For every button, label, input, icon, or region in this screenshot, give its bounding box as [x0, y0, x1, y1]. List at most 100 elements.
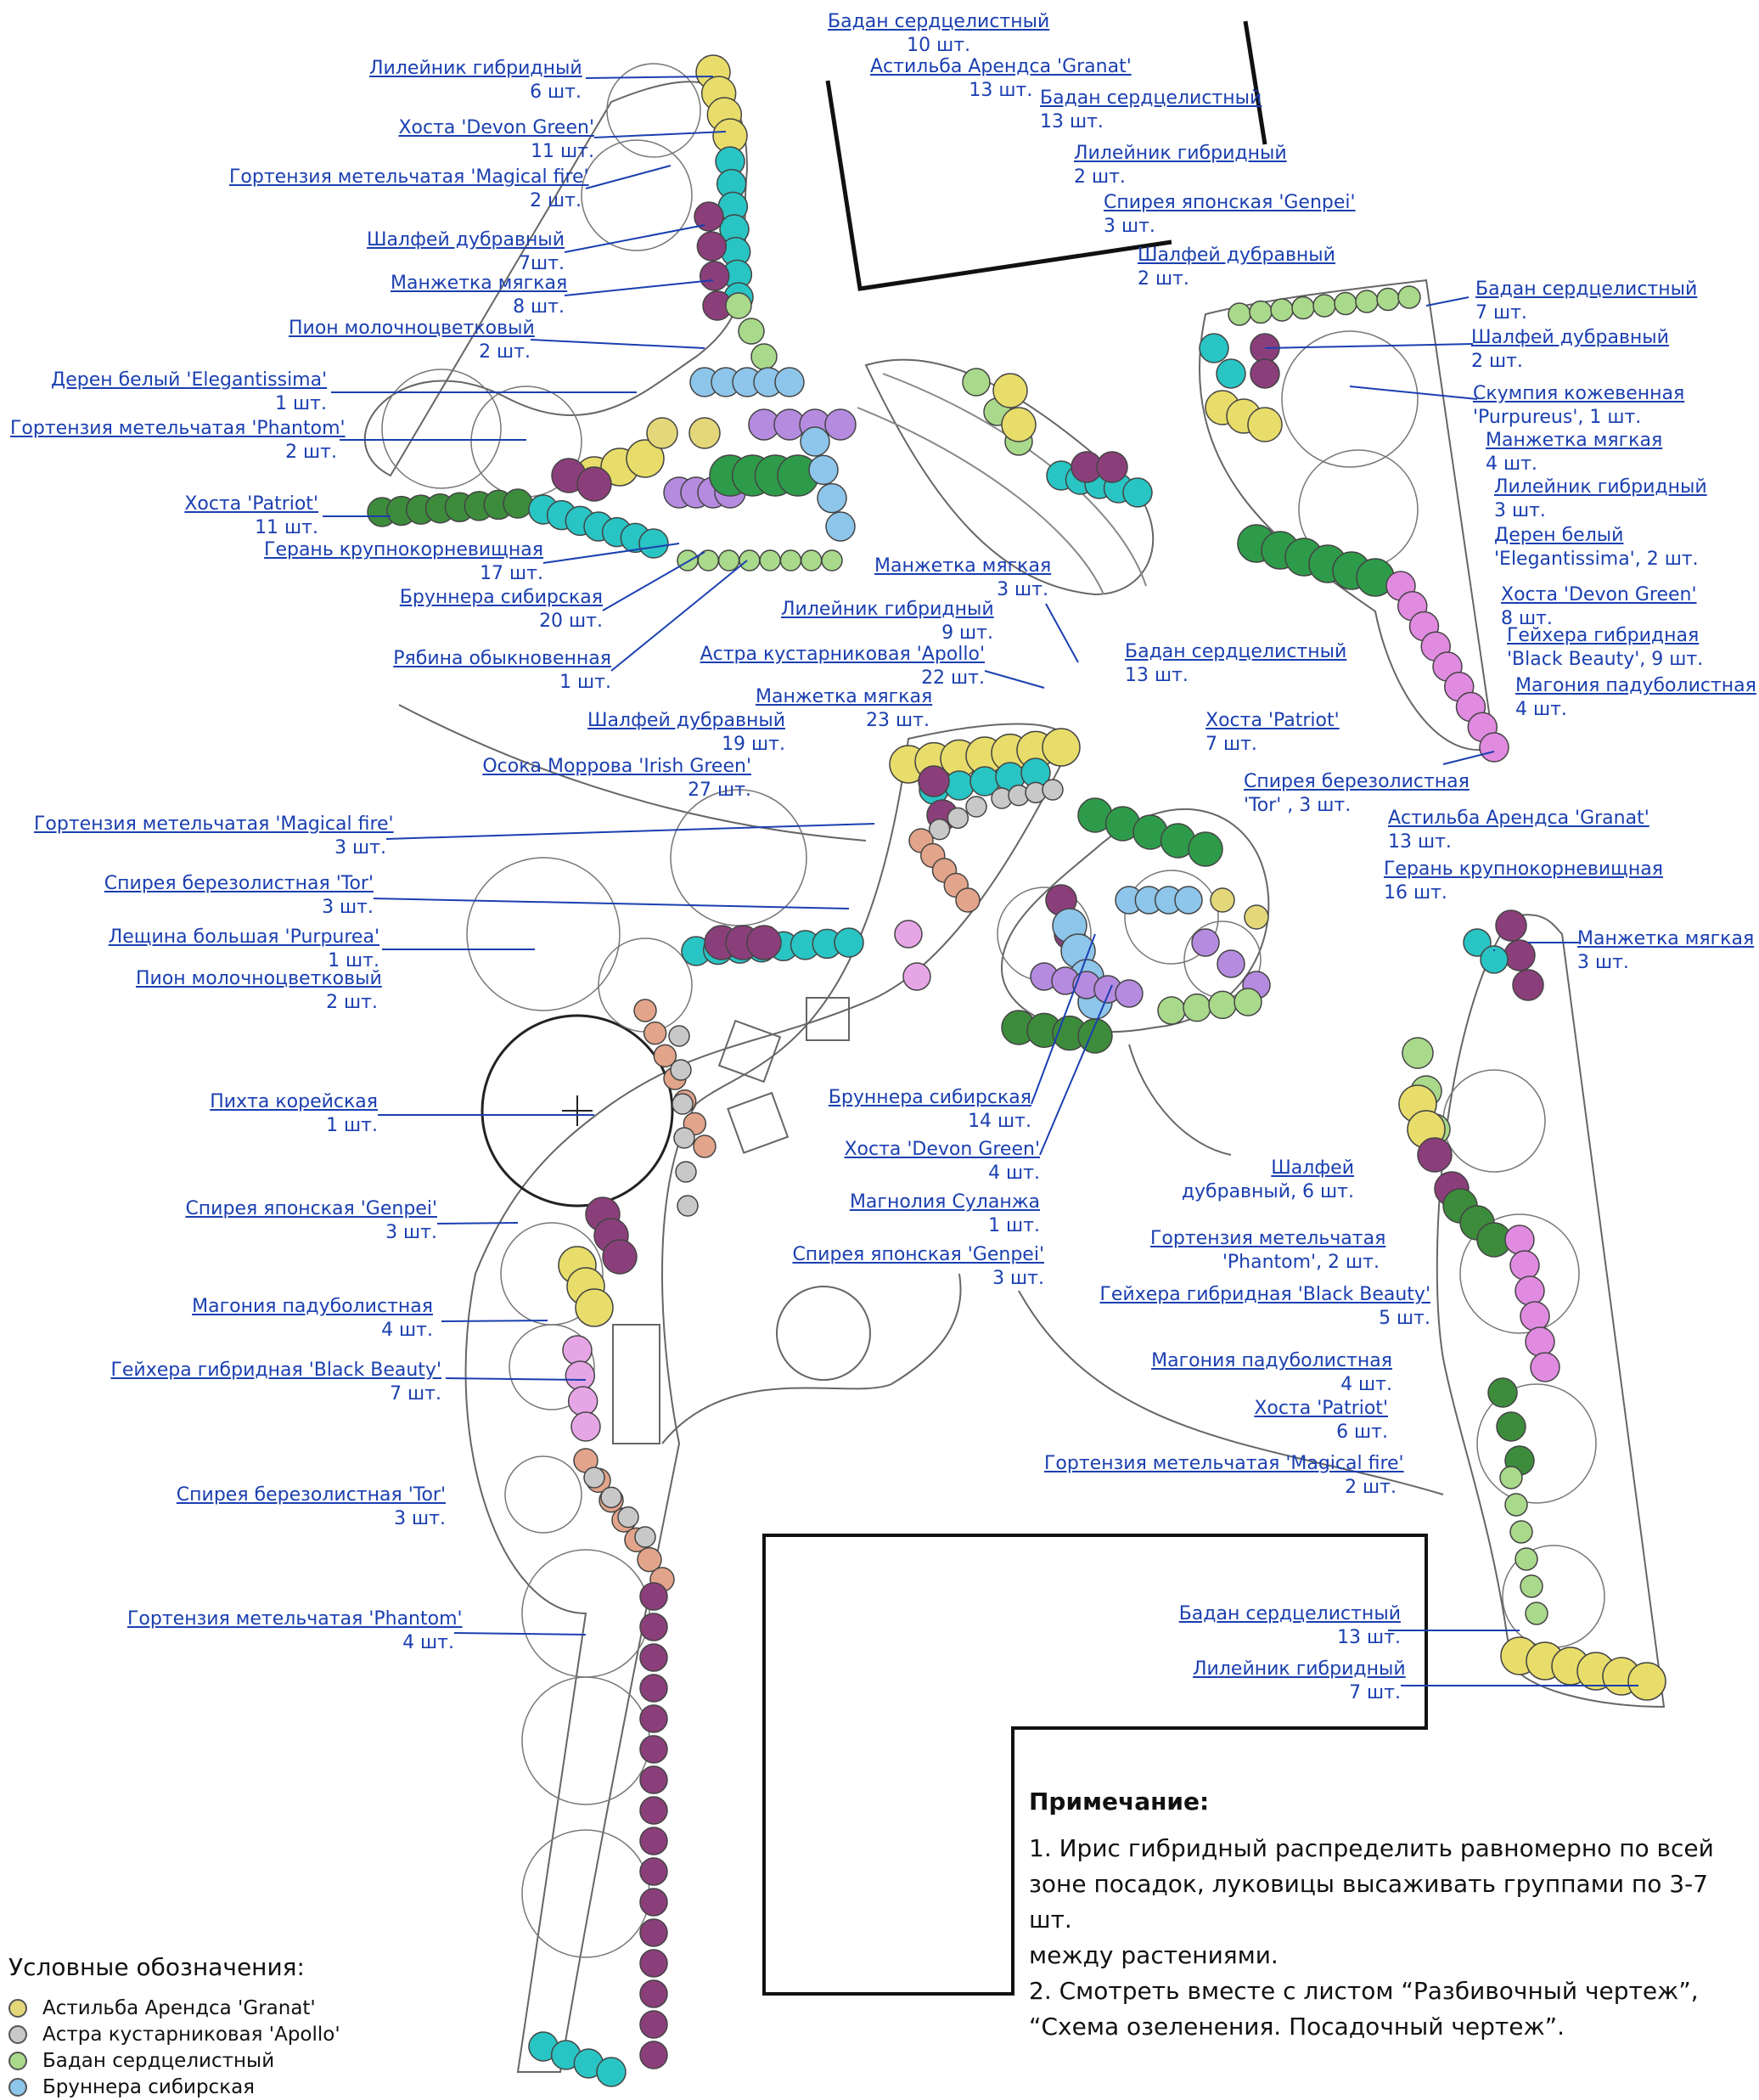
heuchera-symbol: [1509, 1250, 1540, 1281]
leader-line: [984, 670, 1045, 689]
salvia-symbol: [699, 261, 730, 291]
heuchera-symbol: [1525, 1326, 1555, 1357]
shrub-symbol: [1124, 870, 1219, 965]
geranium-symbol: [1115, 979, 1144, 1008]
aster-symbol: [617, 1506, 639, 1529]
legend-item: Астильба Арендса 'Granat': [8, 1995, 340, 2021]
note-line: зоне посадок, луковицы высаживать группа…: [1029, 1870, 1708, 1934]
bergenia-symbol: [1515, 1547, 1538, 1571]
plant-label: Спирея березолистная 'Tor'3 шт.: [104, 873, 374, 918]
legend-item: Бруннера сибирская: [8, 2074, 340, 2100]
bergenia-symbol: [779, 549, 802, 571]
salvia-symbol: [639, 1735, 668, 1764]
brunnera-symbol: [825, 511, 856, 542]
leader-line: [1425, 296, 1470, 307]
plant-symbols: [367, 54, 1666, 2087]
note-line: “Схема озеленения. Посадочный чертеж”.: [1029, 2013, 1565, 2041]
heuchera-symbol: [1504, 1225, 1535, 1255]
mahonia-symbol: [894, 920, 923, 949]
bergenia-symbol: [1504, 1493, 1528, 1517]
astilbe-symbol: [1210, 887, 1235, 913]
plant-label: Спирея березолистная 'Tor'3 шт.: [176, 1484, 446, 1529]
bergenia-symbol: [738, 318, 765, 345]
bergenia-symbol: [1312, 294, 1336, 318]
salvia-symbol: [639, 1674, 668, 1703]
aster-symbol: [634, 1526, 656, 1548]
leader-line: [585, 165, 672, 189]
aster-symbol: [672, 1093, 694, 1115]
salvia-symbol: [639, 1857, 668, 1886]
plant-label: Гортензия метельчатая 'Phantom'2 шт.: [10, 418, 346, 463]
stone-path-2: [857, 407, 1104, 595]
salvia-symbol: [639, 2041, 668, 2069]
salvia-symbol: [639, 1979, 668, 2008]
alchemilla-symbol: [1122, 477, 1153, 508]
leader-line: [1039, 984, 1113, 1156]
path-edge-3: [1128, 1044, 1232, 1156]
bergenia-symbol: [759, 549, 781, 571]
bergenia-symbol: [1525, 1602, 1548, 1625]
bergenia-symbol: [1402, 1037, 1434, 1069]
plant-label: Хоста 'Patriot'11 шт.: [184, 493, 318, 538]
bergenia-symbol: [1157, 996, 1186, 1025]
bergenia-symbol: [717, 549, 740, 571]
bed-outline-southeast: [1436, 914, 1666, 1709]
salvia-symbol: [746, 925, 782, 960]
bergenia-symbol: [1249, 300, 1273, 324]
salvia-symbol: [639, 1765, 668, 1794]
aster-symbol: [965, 796, 987, 818]
hosta-symbol: [503, 488, 533, 519]
legend-swatch-icon: [8, 1998, 27, 2018]
shrub-symbol: [606, 63, 701, 158]
alchemilla-symbol: [638, 528, 669, 559]
leader-line: [445, 1377, 587, 1381]
shrub-symbol: [381, 369, 502, 489]
leader-line: [436, 1222, 519, 1225]
salvia-symbol: [639, 1918, 668, 1947]
alchemilla-symbol: [944, 770, 975, 801]
mahonia-symbol: [570, 1411, 601, 1442]
hosta-symbol: [1188, 831, 1223, 867]
leader-lines: [323, 76, 1638, 1686]
astilbe-symbol: [688, 417, 721, 449]
salvia-symbol: [639, 1582, 668, 1611]
note-block: Примечание: 1. Ирис гибридный распредели…: [1029, 1788, 1751, 2045]
bergenia-symbol: [1270, 298, 1294, 322]
paver-3: [727, 1091, 790, 1154]
bergenia-symbol: [1334, 291, 1357, 316]
salvia-symbol: [1495, 909, 1527, 942]
salvia-symbol: [694, 201, 724, 232]
plant-label: Хоста 'Devon Green'11 шт.: [398, 117, 594, 162]
fir-tree-marker: [562, 1095, 593, 1126]
leader-line: [1045, 603, 1079, 663]
leader-line: [373, 898, 850, 909]
salvia-symbol: [1512, 969, 1544, 1001]
carex-symbol: [637, 1546, 662, 1573]
mahonia-symbol: [567, 1386, 599, 1416]
plant-label: Осока Моррова 'Irish Green'27 шт.: [482, 756, 751, 801]
heuchera-symbol: [1520, 1301, 1550, 1332]
shrub-symbol: [504, 1455, 582, 1534]
leader-line: [1349, 386, 1478, 400]
plant-label: Астра кустарниковая 'Apollo'22 шт.: [700, 644, 985, 689]
bergenia-symbol: [821, 549, 843, 571]
bergenia-symbol: [739, 549, 761, 571]
legend-swatch-icon: [8, 2024, 27, 2044]
brunnera-symbol: [800, 426, 830, 457]
mahonia-symbol: [565, 1360, 596, 1391]
